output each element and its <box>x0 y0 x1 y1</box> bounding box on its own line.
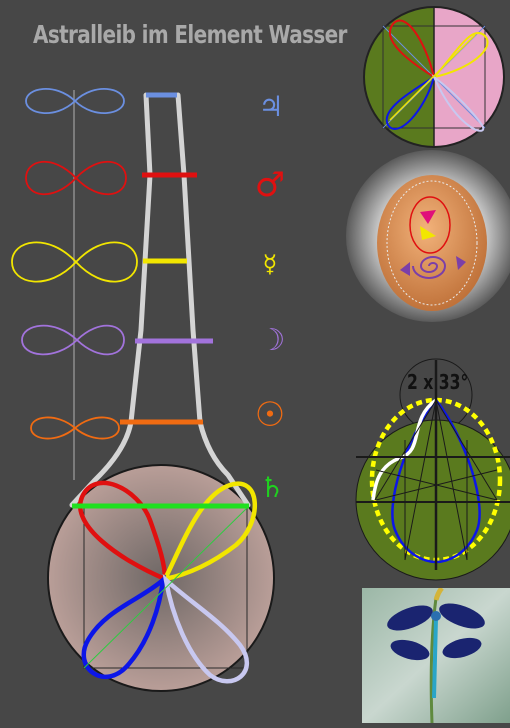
dragonfly-image <box>362 588 510 723</box>
egg-shell <box>377 175 487 311</box>
dragonfly-photo <box>362 588 510 723</box>
lemniscate-moon <box>22 326 124 355</box>
lemniscate-sun <box>31 417 119 438</box>
lemniscate-jupiter <box>26 89 124 113</box>
mars-symbol: ♂ <box>250 168 290 202</box>
sun-symbol: ☉ <box>250 398 290 432</box>
angle-label: 2 x 33° <box>407 370 469 394</box>
egg-diagram <box>346 150 510 322</box>
stem-right <box>178 95 248 505</box>
top-right-diagram <box>364 7 504 147</box>
mercury-symbol: ☿ <box>250 252 290 276</box>
page-title: Astralleib im Element Wasser <box>33 20 289 56</box>
jupiter-symbol: ♃ <box>251 93 291 121</box>
lemniscate-mars <box>26 162 126 194</box>
moon-symbol: ☽ <box>252 326 292 356</box>
saturn-symbol: ♄ <box>252 474 292 502</box>
stem-left <box>72 95 150 505</box>
